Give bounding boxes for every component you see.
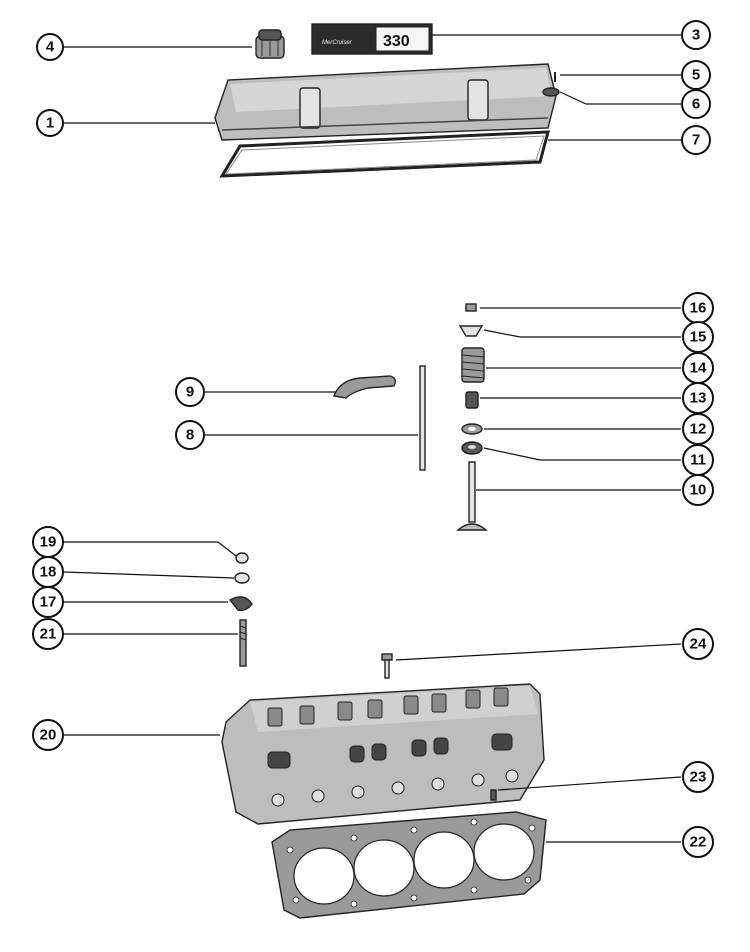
callout-9: 9	[175, 377, 205, 407]
rocker-arm-small	[228, 596, 253, 612]
callout-1: 1	[36, 109, 64, 137]
head-gasket	[271, 811, 547, 919]
rocker-nut	[235, 552, 249, 564]
svg-text:20: 20	[40, 727, 57, 744]
leader-lines	[63, 34, 682, 843]
callout-17: 17	[32, 586, 64, 618]
svg-text:19: 19	[40, 534, 57, 551]
svg-text:14: 14	[690, 360, 707, 377]
svg-text:10: 10	[690, 482, 707, 499]
svg-text:13: 13	[690, 390, 707, 407]
callout-10: 10	[682, 474, 714, 506]
valve-cover-gasket	[219, 130, 550, 178]
svg-text:12: 12	[690, 421, 707, 438]
svg-text:18: 18	[40, 564, 57, 581]
svg-text:1: 1	[46, 115, 54, 132]
rocker-ball	[234, 572, 250, 584]
valve-cover	[214, 63, 557, 141]
head-bolt	[381, 653, 393, 679]
svg-text:8: 8	[186, 427, 194, 444]
svg-text:17: 17	[40, 594, 57, 611]
dowel-pin	[490, 789, 497, 801]
svg-text:4: 4	[46, 39, 55, 56]
valve-spring	[461, 347, 485, 383]
callout-7: 7	[681, 125, 711, 155]
callout-4: 4	[36, 33, 64, 61]
valve-keeper	[465, 303, 477, 312]
svg-text:9: 9	[186, 384, 194, 401]
cylinder-head	[221, 683, 545, 825]
emblem-number-text: 330	[383, 33, 410, 50]
svg-text:11: 11	[690, 452, 706, 469]
valve-spring-retainer	[458, 325, 484, 337]
callout-20: 20	[32, 719, 64, 751]
svg-text:7: 7	[692, 132, 700, 149]
callout-18: 18	[32, 556, 64, 588]
push-rod	[419, 365, 426, 471]
svg-text:23: 23	[690, 769, 707, 786]
valve-seal	[461, 441, 483, 455]
callout-21: 21	[32, 618, 64, 650]
emblem-plate: MerCruiser 330	[311, 23, 433, 55]
svg-text:24: 24	[690, 636, 707, 653]
callout-3: 3	[681, 20, 711, 50]
callout-24: 24	[682, 628, 714, 660]
callout-19: 19	[32, 526, 64, 558]
callout-8: 8	[175, 420, 205, 450]
emblem-brand-text: MerCruiser	[322, 40, 353, 46]
svg-text:6: 6	[692, 96, 700, 113]
callout-22: 22	[682, 826, 714, 858]
callout-23: 23	[682, 761, 714, 793]
valve-shield	[461, 423, 483, 435]
grommet	[542, 87, 560, 97]
callout-16: 16	[682, 292, 714, 324]
svg-text:22: 22	[690, 834, 707, 851]
callout-12: 12	[682, 413, 714, 445]
svg-text:15: 15	[690, 329, 707, 346]
callout-6: 6	[681, 89, 711, 119]
svg-text:3: 3	[692, 27, 700, 44]
valve	[456, 461, 488, 531]
callout-13: 13	[682, 382, 714, 414]
rocker-arm	[333, 375, 397, 399]
callout-11: 11	[682, 444, 714, 476]
oil-filler-cap	[255, 29, 285, 59]
callout-15: 15	[682, 321, 714, 353]
spring-damper	[465, 391, 479, 409]
callout-5: 5	[681, 60, 711, 90]
svg-text:16: 16	[690, 300, 707, 317]
callout-14: 14	[682, 352, 714, 384]
rocker-stud	[239, 619, 247, 667]
svg-text:5: 5	[692, 67, 700, 84]
svg-text:21: 21	[40, 626, 57, 643]
